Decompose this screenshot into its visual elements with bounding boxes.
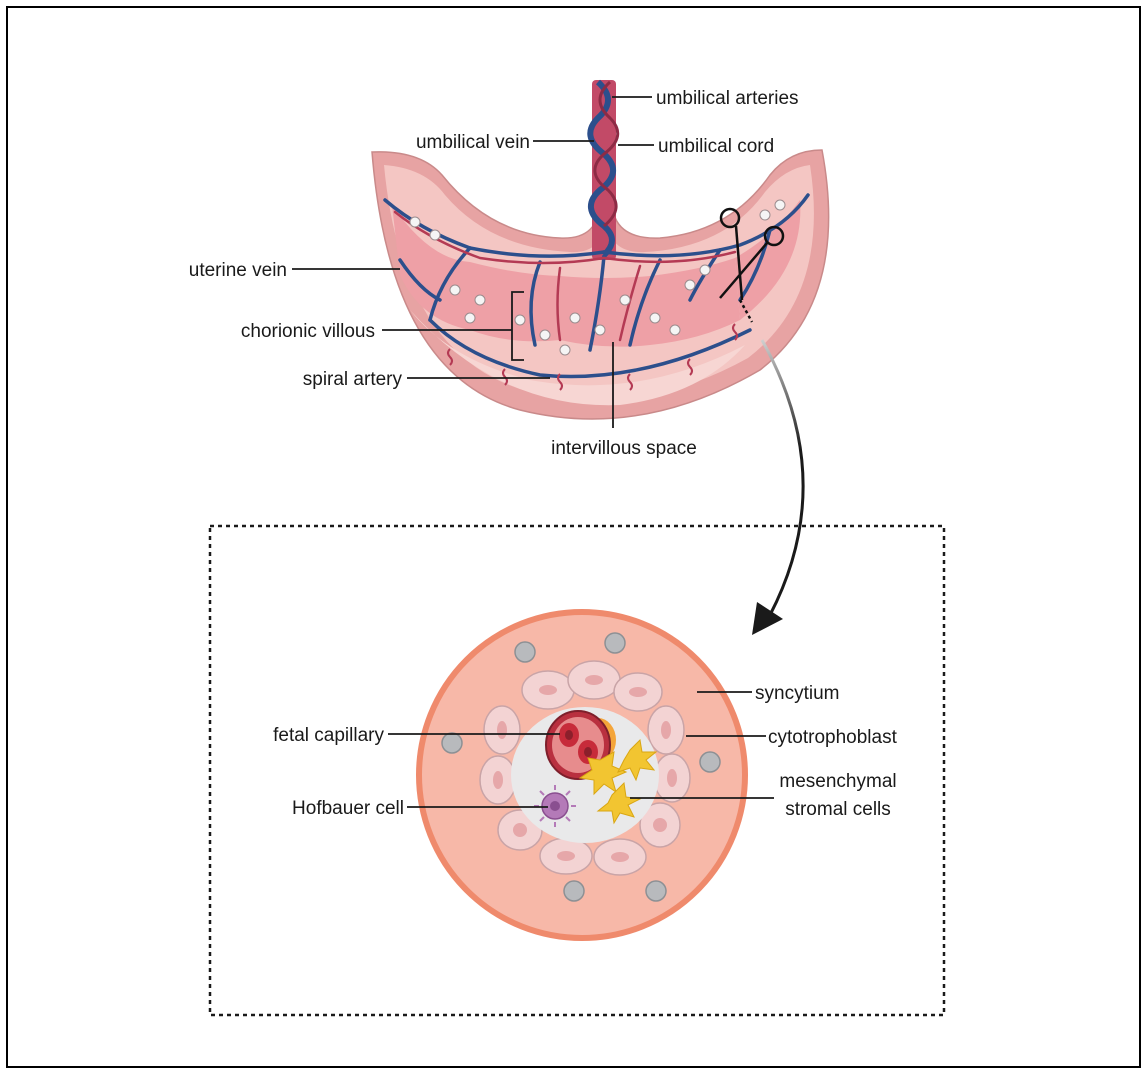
villus-cross-section: syncytium cytotrophoblast mesenchymal st…	[273, 612, 897, 938]
label-umbilical-vein: umbilical vein	[416, 132, 530, 153]
placenta-lobe	[560, 276, 650, 347]
label-spiral-artery: spiral artery	[303, 369, 403, 390]
label-umbilical-arteries: umbilical arteries	[656, 88, 799, 109]
arrow-head-icon	[752, 602, 783, 635]
label-stromal-cells: stromal cells	[785, 799, 891, 820]
label-hofbauer-cell: Hofbauer cell	[292, 798, 404, 819]
label-fetal-capillary: fetal capillary	[273, 725, 384, 746]
zoom-arrow	[762, 340, 803, 615]
label-cytotrophoblast: cytotrophoblast	[768, 727, 898, 748]
label-mesenchymal: mesenchymal	[779, 771, 896, 792]
label-chorionic-villous: chorionic villous	[241, 321, 375, 342]
placenta-illustration: umbilical arteries umbilical vein umbili…	[189, 80, 829, 459]
label-uterine-vein: uterine vein	[189, 260, 287, 281]
label-syncytium: syncytium	[755, 683, 839, 704]
label-intervillous-space: intervillous space	[551, 438, 697, 459]
label-umbilical-cord: umbilical cord	[658, 136, 774, 157]
